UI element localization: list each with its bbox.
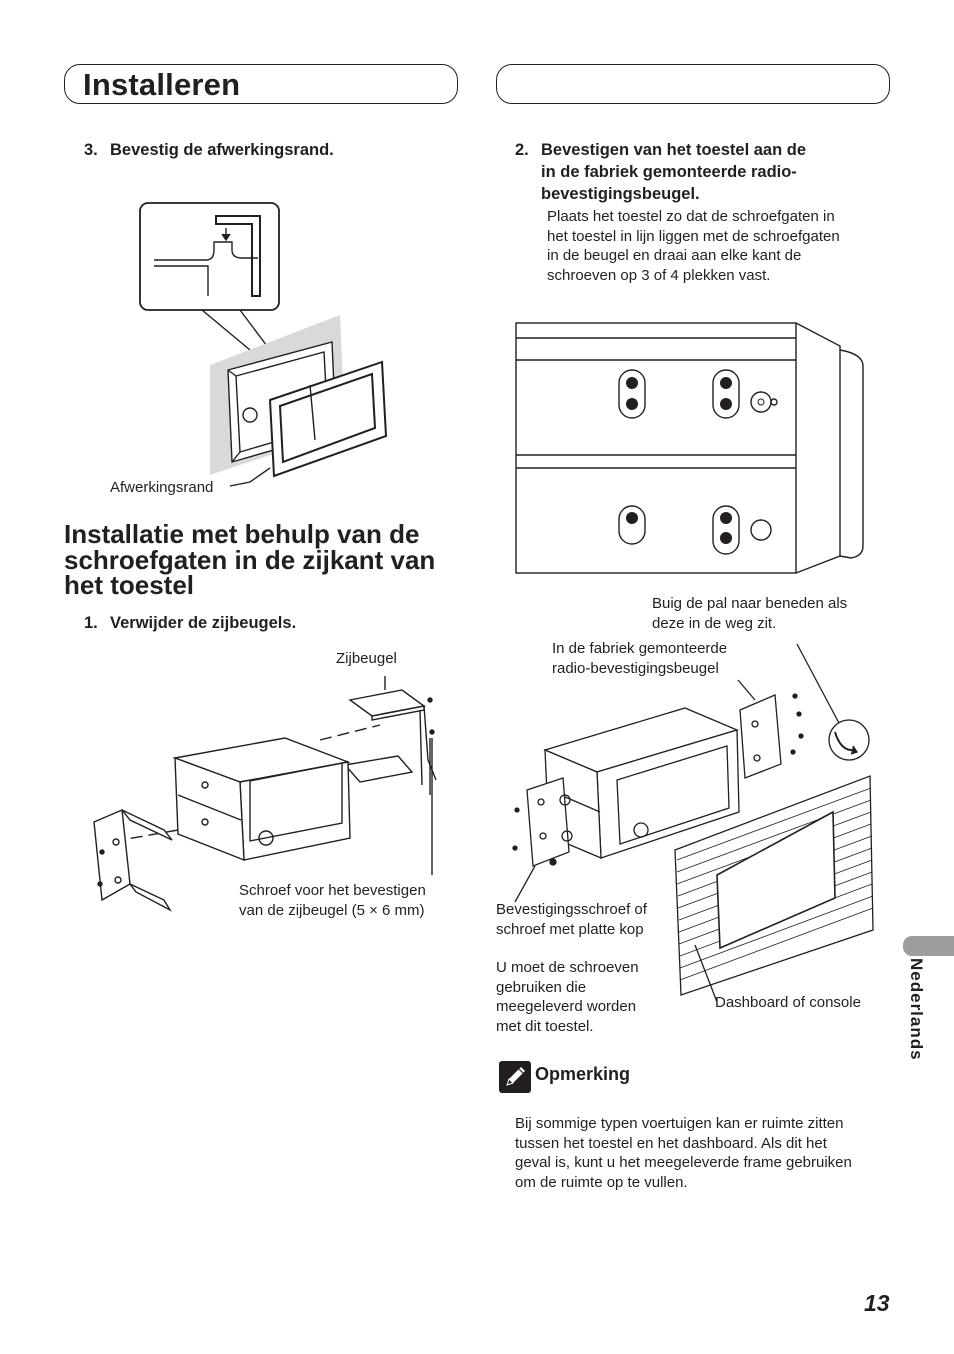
caption-trim-ring: Afwerkingsrand bbox=[110, 479, 214, 496]
callout-line: radio-bevestigingsbeugel bbox=[552, 659, 719, 677]
callout-line: Bevestigingsschroef of bbox=[496, 901, 647, 918]
callout-line: gebruiken die bbox=[496, 978, 587, 996]
header-box-left: Installeren bbox=[64, 64, 458, 104]
body-line: het toestel in lijn liggen met de schroe… bbox=[547, 227, 840, 245]
caption-side-bracket: Zijbeugel bbox=[336, 650, 397, 667]
step-number: 2. bbox=[515, 141, 529, 159]
language-label: Nederlands bbox=[907, 958, 926, 1061]
header-box-right bbox=[496, 64, 890, 104]
section-title-line-2: schroefgaten in de zijkant van bbox=[64, 544, 436, 575]
side-view-illustration bbox=[515, 322, 864, 574]
note-line: geval is, kunt u het meegeleverde frame … bbox=[515, 1154, 852, 1171]
callout-line: deze in de weg zit. bbox=[652, 614, 777, 632]
note-body: Bij sommige typen voertuigen kan er ruim… bbox=[515, 1114, 852, 1192]
section-title-line-1: Installatie met behulp van de bbox=[64, 519, 420, 549]
page-number: 13 bbox=[864, 1290, 890, 1316]
body-line: in de beugel en draai aan elke kant de bbox=[547, 247, 802, 264]
step-2-body: Plaats het toestel zo dat de schroefgate… bbox=[547, 207, 840, 285]
callout-line: schroef met platte kop bbox=[496, 920, 644, 938]
caption-screw-line-2: van de zijbeugel (5 × 6 mm) bbox=[239, 901, 425, 919]
note-line: Bij sommige typen voertuigen kan er ruim… bbox=[515, 1115, 844, 1132]
caption-screw-line-1: Schroef voor het bevestigen bbox=[239, 882, 426, 899]
callout-line: In de fabriek gemonteerde bbox=[552, 640, 728, 657]
callout-line: met dit toestel. bbox=[496, 1017, 594, 1035]
step-1: 1. Verwijder de zijbeugels. bbox=[84, 612, 296, 634]
step-text: Verwijder de zijbeugels. bbox=[110, 614, 297, 632]
section-title: Installatie met behulp van de schroefgat… bbox=[64, 519, 436, 600]
note-title: Opmerking bbox=[535, 1064, 631, 1084]
callout-dashboard: Dashboard of console bbox=[715, 994, 861, 1011]
callout-line: U moet de schroeven bbox=[496, 959, 639, 976]
body-line: Plaats het toestel zo dat de schroefgate… bbox=[547, 208, 835, 225]
step-2: 2. Bevestigen van het toestel aan de in d… bbox=[515, 139, 806, 205]
step-number: 1. bbox=[84, 614, 98, 632]
step-text-line-2: in de fabriek gemonteerde radio- bbox=[541, 163, 797, 181]
page-title: Installeren bbox=[83, 67, 241, 102]
callout-use-screws: U moet de schroeven gebruiken die meegel… bbox=[496, 958, 639, 1036]
callout-factory-bracket: In de fabriek gemonteerde radio-bevestig… bbox=[552, 639, 727, 678]
callout-line: Buig de pal naar beneden als bbox=[652, 595, 848, 612]
note-line: om de ruimte op te vullen. bbox=[515, 1173, 688, 1191]
step-text: Bevestig de afwerkingsrand. bbox=[110, 141, 334, 159]
section-title-line-3: het toestel bbox=[64, 570, 195, 600]
step-number: 3. bbox=[84, 141, 98, 159]
pencil-note-icon bbox=[499, 1061, 531, 1093]
step-text-line-3: bevestigingsbeugel. bbox=[541, 185, 700, 203]
callout-fixing-screw: Bevestigingsschroef of schroef met platt… bbox=[496, 900, 647, 939]
note-line: tussen het toestel en het dashboard. Als… bbox=[515, 1134, 827, 1152]
callout-bend-tab: Buig de pal naar beneden als deze in de … bbox=[652, 594, 847, 633]
caption-screw: Schroef voor het bevestigen van de zijbe… bbox=[239, 881, 426, 920]
step-text-line-1: Bevestigen van het toestel aan de bbox=[541, 141, 807, 159]
side-bracket-illustration bbox=[93, 676, 437, 912]
step-3: 3. Bevestig de afwerkingsrand. bbox=[84, 139, 334, 161]
dashboard-mount-illustration bbox=[512, 643, 874, 1003]
callout-line: meegeleverd worden bbox=[496, 998, 637, 1015]
body-line: schroeven op 3 of 4 plekken vast. bbox=[547, 266, 771, 284]
trim-ring-illustration bbox=[139, 202, 388, 487]
language-tab bbox=[903, 936, 954, 956]
